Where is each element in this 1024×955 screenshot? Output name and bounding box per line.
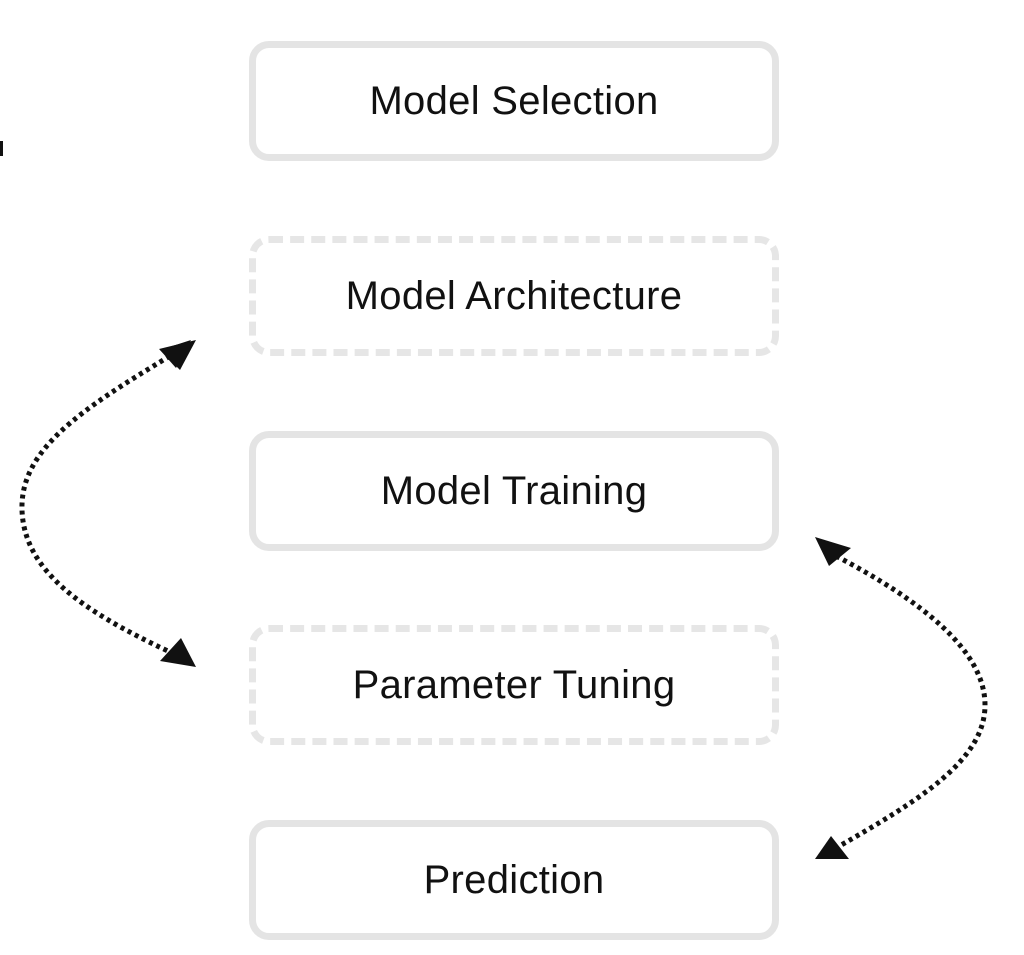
node-model-selection: Model Selection [249,41,779,161]
arrowhead-prediction-icon [815,836,849,859]
arrowhead-training-icon [815,537,851,566]
node-model-training: Model Training [249,431,779,551]
node-label-model-architecture: Model Architecture [345,273,683,318]
node-label-model-training: Model Training [380,468,648,513]
node-model-architecture: Model Architecture [249,236,779,356]
edge-mark [0,141,3,156]
node-prediction: Prediction [249,820,779,940]
connector-architecture-tuning [19,353,172,655]
node-label-model-selection: Model Selection [369,78,659,123]
arrowhead-tuning-icon [160,638,196,667]
connector-training-prediction [834,553,988,851]
node-label-prediction: Prediction [423,857,605,902]
node-label-parameter-tuning: Parameter Tuning [352,662,676,707]
arrowhead-architecture-icon-body [159,340,196,370]
node-parameter-tuning: Parameter Tuning [249,625,779,745]
